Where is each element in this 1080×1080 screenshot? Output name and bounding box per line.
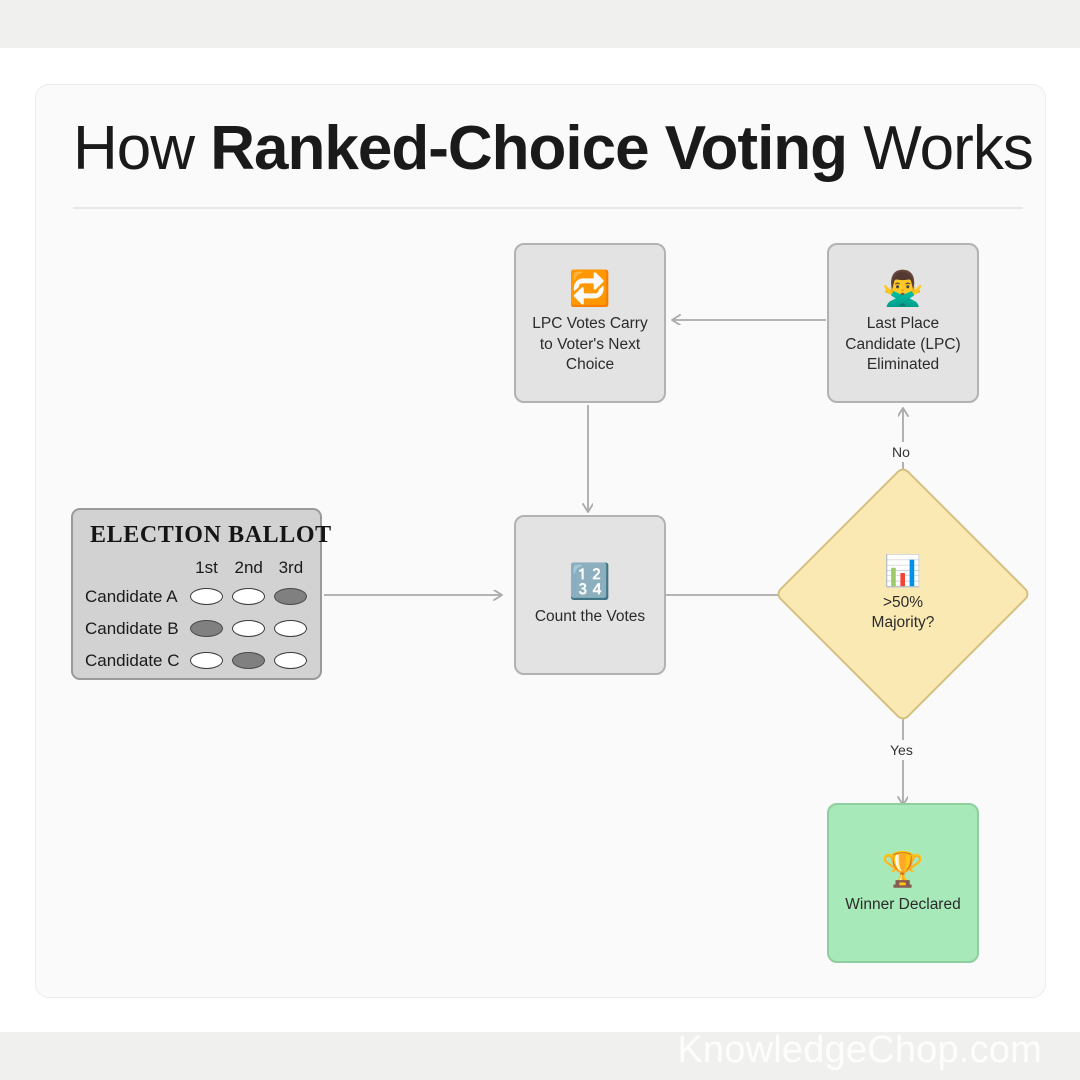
ballot-bubble-cell[interactable]: [228, 581, 270, 613]
ballot-bubble[interactable]: [274, 652, 308, 670]
title-divider: [73, 207, 1023, 209]
ballot-grid: 1st 2nd 3rd Candidate A: [85, 558, 312, 677]
ballot-table: 1st 2nd 3rd Candidate A: [85, 558, 312, 677]
node-count-the-votes[interactable]: 🔢 Count the Votes: [514, 515, 666, 675]
ballot-bubble-cell[interactable]: [228, 645, 270, 677]
node-label: LPC Votes Carry to Voter's Next Choice: [532, 315, 648, 374]
ballot-bubble[interactable]: [190, 588, 224, 606]
ballot-bubble[interactable]: [232, 620, 266, 638]
title-emphasis: Ranked-Choice Voting: [210, 114, 848, 183]
person-gesturing-no-icon: 🙅‍♂️: [881, 270, 925, 309]
ballot-header-row: 1st 2nd 3rd: [85, 558, 312, 581]
watermark: KnowledgeChop.com: [677, 1029, 1042, 1071]
content-card: How Ranked-Choice Voting Works: [35, 84, 1046, 998]
election-ballot: ELECTION BALLOT 1st 2nd 3rd: [71, 508, 331, 680]
ballot-name-header: [85, 558, 185, 581]
ballot-heading: ELECTION BALLOT: [90, 522, 332, 548]
node-label: Winner Declared: [845, 895, 961, 913]
node-label-line2: Majority?: [871, 614, 935, 631]
bar-chart-icon: 📊: [884, 554, 922, 588]
ballot-bubble-cell[interactable]: [185, 613, 227, 645]
node-majority-decision[interactable]: 📊 >50% Majority?: [812, 503, 994, 685]
flowchart: ELECTION BALLOT 1st 2nd 3rd: [36, 85, 1047, 999]
ballot-rank-header-3rd: 3rd: [278, 558, 304, 577]
input-numbers-icon: 🔢: [568, 562, 612, 601]
title-prefix: How: [73, 114, 211, 183]
ballot-bubble-cell[interactable]: [228, 613, 270, 645]
ballot-bubble-cell[interactable]: [270, 581, 312, 613]
page-title: How Ranked-Choice Voting Works: [73, 113, 1034, 185]
edge-label-no: No: [887, 442, 915, 462]
table-row: Candidate C: [85, 645, 312, 677]
node-label: Last Place Candidate (LPC) Eliminated: [845, 315, 961, 374]
edge-label-yes: Yes: [885, 740, 918, 760]
node-label: Count the Votes: [534, 607, 646, 625]
ballot-bubble-cell[interactable]: [270, 613, 312, 645]
ballot-bubble[interactable]: [274, 620, 308, 638]
ballot-bubble[interactable]: [190, 652, 224, 670]
ballot-bubble-filled[interactable]: [232, 652, 266, 670]
ballot-rank-header-2nd: 2nd: [234, 558, 263, 577]
ballot-bubble-filled[interactable]: [190, 620, 224, 638]
ballot-candidate-name: Candidate B: [85, 619, 179, 638]
trophy-icon: 🏆: [881, 850, 925, 889]
ballot-candidate-name: Candidate C: [85, 651, 180, 670]
table-row: Candidate B: [85, 613, 312, 645]
ballot-bubble-cell[interactable]: [270, 645, 312, 677]
table-row: Candidate A: [85, 581, 312, 613]
repeat-icon: 🔁: [568, 270, 612, 309]
ballot-bubble-cell[interactable]: [185, 645, 227, 677]
top-band: [0, 0, 1080, 48]
node-last-place-eliminated[interactable]: 🙅‍♂️ Last Place Candidate (LPC) Eliminat…: [827, 243, 979, 403]
ballot-bubble-filled[interactable]: [274, 588, 308, 606]
ballot-rank-header-1st: 1st: [195, 558, 218, 577]
footer-band: [0, 1032, 1080, 1080]
ballot-bubble-cell[interactable]: [185, 581, 227, 613]
ballot-candidate-name: Candidate A: [85, 587, 178, 606]
node-label-line1: >50%: [882, 593, 924, 611]
title-suffix: Works: [847, 114, 1034, 183]
node-winner-declared[interactable]: 🏆 Winner Declared: [827, 803, 979, 963]
ballot-bubble[interactable]: [232, 588, 266, 606]
node-lpc-votes-carry[interactable]: 🔁 LPC Votes Carry to Voter's Next Choice: [514, 243, 666, 403]
